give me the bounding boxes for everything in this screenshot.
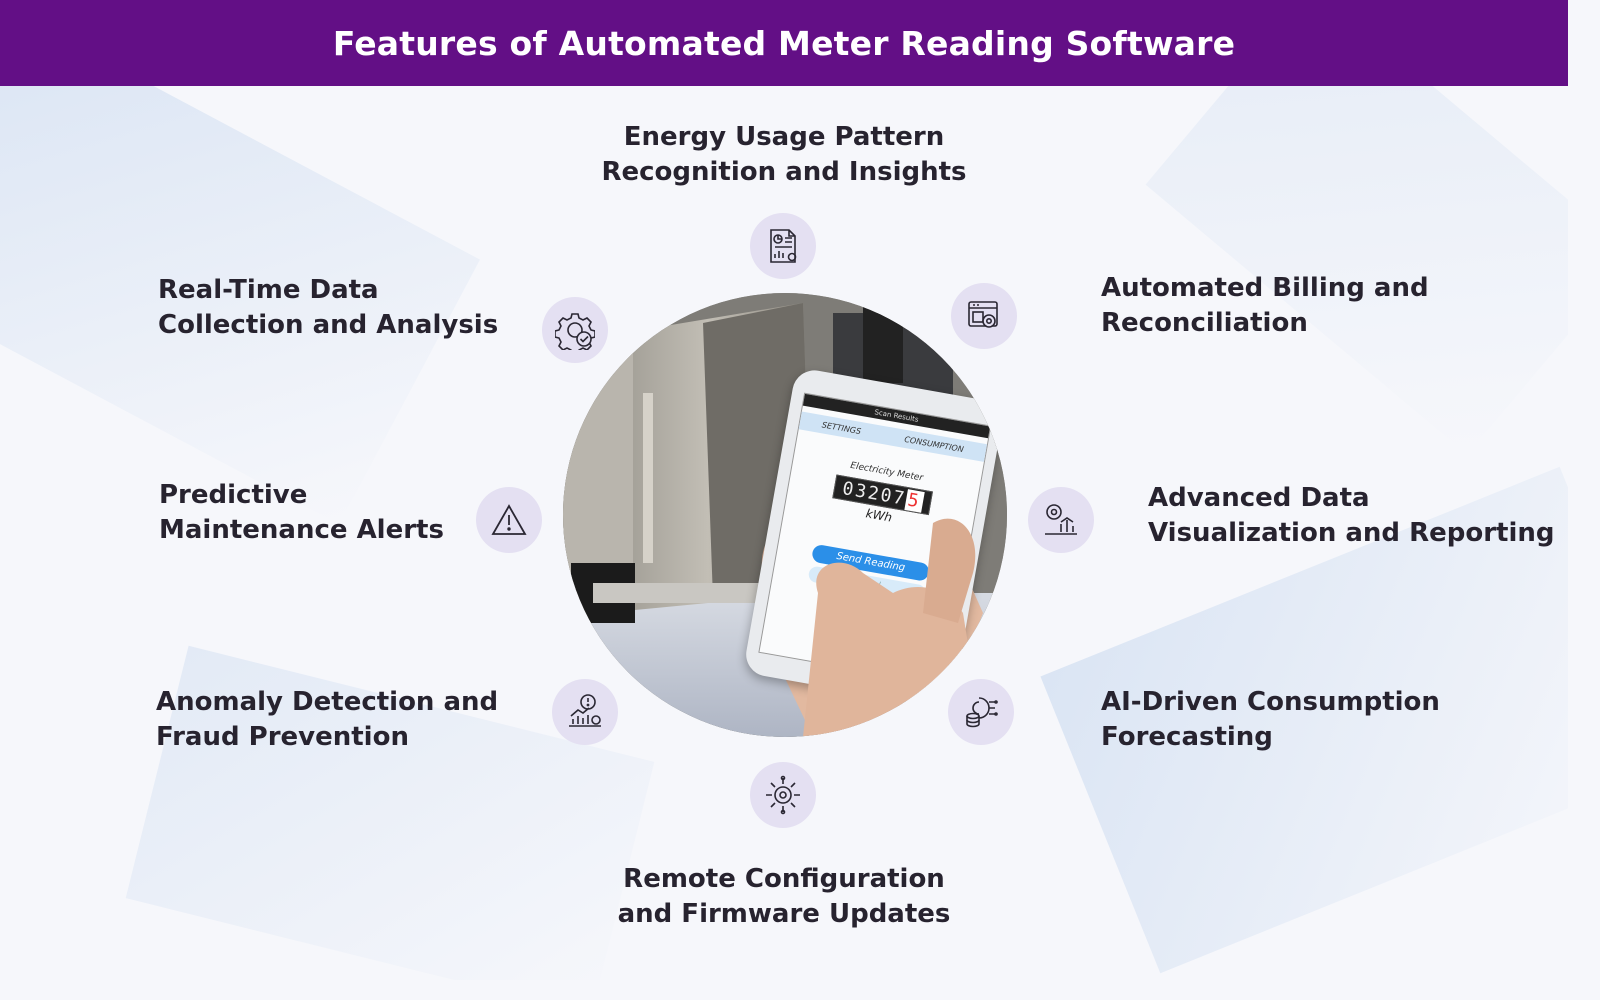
- feature-line: Fraud Prevention: [156, 722, 409, 752]
- feature-energy-usage: Energy Usage Pattern Recognition and Ins…: [582, 120, 986, 190]
- header: Features of Automated Meter Reading Soft…: [0, 0, 1568, 86]
- feature-predictive-maintenance: Predictive Maintenance Alerts: [159, 478, 459, 548]
- feature-line: Reconciliation: [1101, 308, 1308, 338]
- page-title: Features of Automated Meter Reading Soft…: [332, 23, 1236, 63]
- gear-network-icon: [750, 762, 816, 828]
- feature-line: Forecasting: [1101, 722, 1273, 752]
- feature-line: Energy Usage Pattern: [623, 122, 945, 152]
- feature-line: and Firmware Updates: [617, 899, 951, 929]
- feature-automated-billing: Automated Billing and Reconciliation: [1101, 271, 1461, 341]
- feature-ai-forecasting: AI-Driven Consumption Forecasting: [1101, 685, 1461, 755]
- browser-gear-icon: [951, 283, 1017, 349]
- feature-line: Advanced Data: [1148, 483, 1370, 513]
- report-chart-icon: [750, 213, 816, 279]
- feature-line: Remote Configuration: [623, 864, 945, 894]
- feature-remote-configuration: Remote Configuration and Firmware Update…: [584, 862, 984, 932]
- hand-illustration: [803, 518, 983, 737]
- alert-chart-icon: [552, 679, 618, 745]
- gear-bars-icon: [1028, 487, 1094, 553]
- feature-line: Maintenance Alerts: [159, 515, 444, 545]
- meter-photo: Scan Results SETTINGS CONSUMPTION Electr…: [563, 293, 1007, 737]
- feature-line: Visualization and Reporting: [1148, 518, 1555, 548]
- feature-line: Collection and Analysis: [158, 310, 499, 340]
- feature-line: Real-Time Data: [158, 275, 379, 305]
- feature-line: Predictive: [159, 480, 308, 510]
- feature-line: Recognition and Insights: [601, 157, 967, 187]
- warning-icon: [476, 487, 542, 553]
- gear-check-icon: [542, 297, 608, 363]
- feature-line: Anomaly Detection and: [156, 687, 499, 717]
- feature-line: AI-Driven Consumption: [1101, 687, 1440, 717]
- feature-advanced-visualization: Advanced Data Visualization and Reportin…: [1148, 481, 1558, 551]
- feature-line: Automated Billing and: [1101, 273, 1429, 303]
- feature-anomaly-detection: Anomaly Detection and Fraud Prevention: [156, 685, 516, 755]
- feature-real-time-data: Real-Time Data Collection and Analysis: [158, 273, 518, 343]
